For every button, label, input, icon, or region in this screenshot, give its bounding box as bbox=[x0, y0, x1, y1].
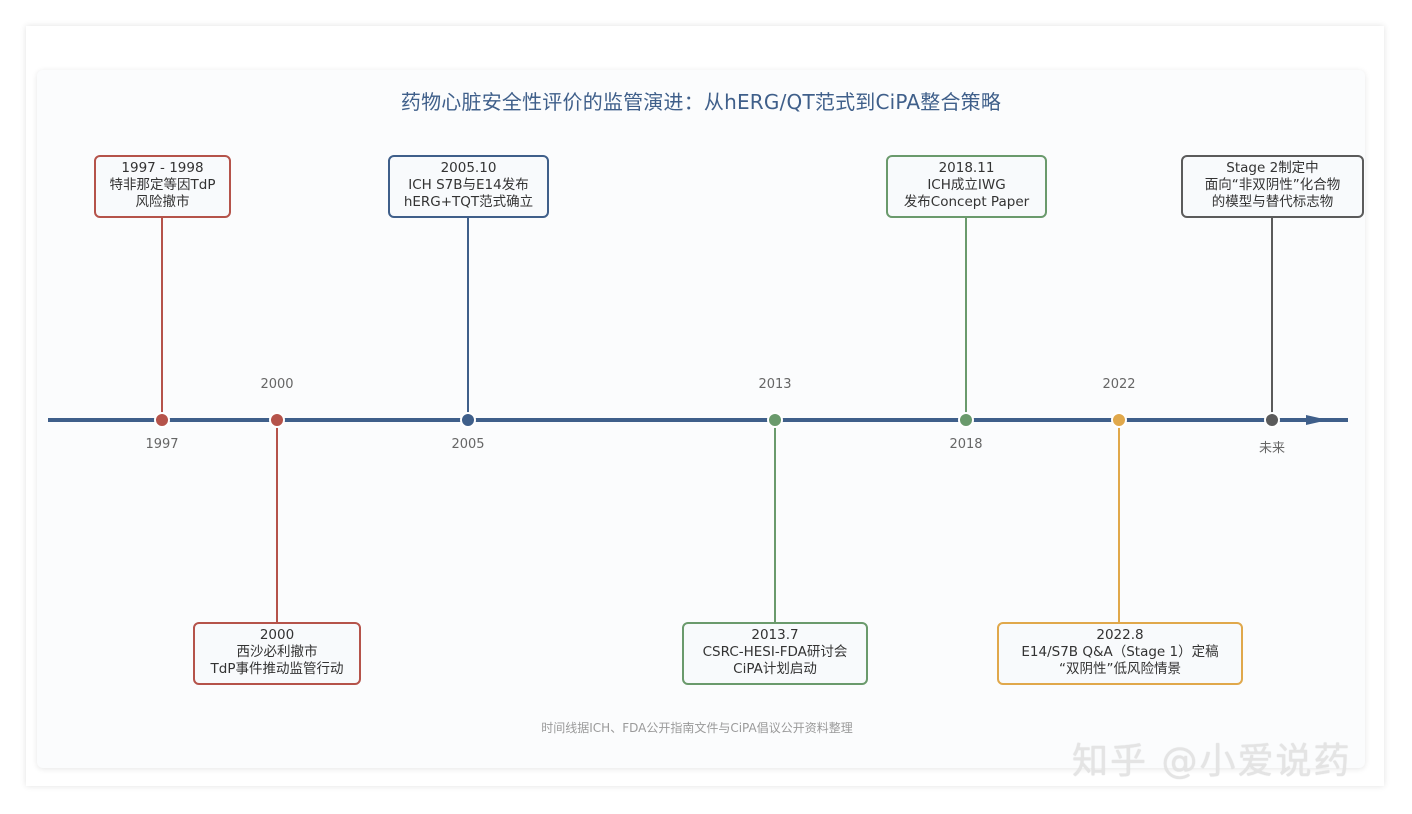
marker-2013 bbox=[767, 412, 783, 428]
axis-label-2022: 2022 bbox=[1102, 377, 1136, 392]
event-text: 西沙必利撤市 bbox=[236, 644, 318, 660]
event-text: E14/S7B Q&A（Stage 1）定稿 bbox=[1021, 644, 1219, 660]
event-text: 发布Concept Paper bbox=[903, 194, 1030, 210]
event-date: 2013.7 bbox=[751, 627, 799, 643]
event-text: CiPA计划启动 bbox=[733, 661, 817, 677]
event-date: 2005.10 bbox=[440, 160, 497, 176]
axis-label-2018: 2018 bbox=[949, 437, 983, 452]
event-date: Stage 2制定中 bbox=[1226, 160, 1319, 176]
event-box-future: Stage 2制定中 面向“非双阴性”化合物 的模型与替代标志物 bbox=[1181, 155, 1364, 218]
axis-label-2013: 2013 bbox=[758, 377, 792, 392]
event-text: 面向“非双阴性”化合物 bbox=[1204, 177, 1341, 193]
axis-label-future: 未来 bbox=[1258, 441, 1285, 456]
event-text: TdP事件推动监管行动 bbox=[210, 661, 344, 677]
event-box-2005: 2005.10 ICH S7B与E14发布 hERG+TQT范式确立 bbox=[388, 155, 549, 218]
marker-2018 bbox=[958, 412, 974, 428]
event-box-1997: 1997 - 1998 特非那定等因TdP 风险撤市 bbox=[94, 155, 231, 218]
event-text: hERG+TQT范式确立 bbox=[403, 194, 534, 210]
event-text: ICH S7B与E14发布 bbox=[408, 177, 529, 193]
axis-label-2000: 2000 bbox=[260, 377, 294, 392]
event-box-2022: 2022.8 E14/S7B Q&A（Stage 1）定稿 “双阴性”低风险情景 bbox=[997, 622, 1243, 685]
event-date: 2018.11 bbox=[938, 160, 995, 176]
axis-label-2005: 2005 bbox=[451, 437, 485, 452]
axis-label-1997: 1997 bbox=[145, 437, 179, 452]
event-text: ICH成立IWG bbox=[927, 177, 1006, 193]
event-text: “双阴性”低风险情景 bbox=[1059, 661, 1181, 677]
event-box-2018: 2018.11 ICH成立IWG 发布Concept Paper bbox=[886, 155, 1047, 218]
axis-arrow-icon bbox=[1306, 415, 1328, 425]
event-text: CSRC-HESI-FDA研讨会 bbox=[702, 644, 848, 660]
marker-1997 bbox=[154, 412, 170, 428]
event-date: 2000 bbox=[259, 627, 295, 643]
source-footnote: 时间线据ICH、FDA公开指南文件与CiPA倡议公开资料整理 bbox=[541, 721, 853, 735]
marker-future bbox=[1264, 412, 1280, 428]
event-date: 1997 - 1998 bbox=[121, 160, 204, 176]
page-title: 药物心脏安全性评价的监管演进：从hERG/QT范式到CiPA整合策略 bbox=[400, 90, 1002, 114]
event-text: 风险撤市 bbox=[135, 194, 190, 210]
marker-2022 bbox=[1111, 412, 1127, 428]
marker-2005 bbox=[460, 412, 476, 428]
event-date: 2022.8 bbox=[1096, 627, 1144, 643]
event-text: 特非那定等因TdP bbox=[109, 177, 216, 193]
event-box-2013: 2013.7 CSRC-HESI-FDA研讨会 CiPA计划启动 bbox=[682, 622, 868, 685]
watermark-logo: 知乎 @小爱说药 bbox=[1072, 741, 1352, 782]
event-text: 的模型与替代标志物 bbox=[1211, 194, 1334, 210]
event-box-2000: 2000 西沙必利撤市 TdP事件推动监管行动 bbox=[193, 622, 361, 685]
marker-2000 bbox=[269, 412, 285, 428]
